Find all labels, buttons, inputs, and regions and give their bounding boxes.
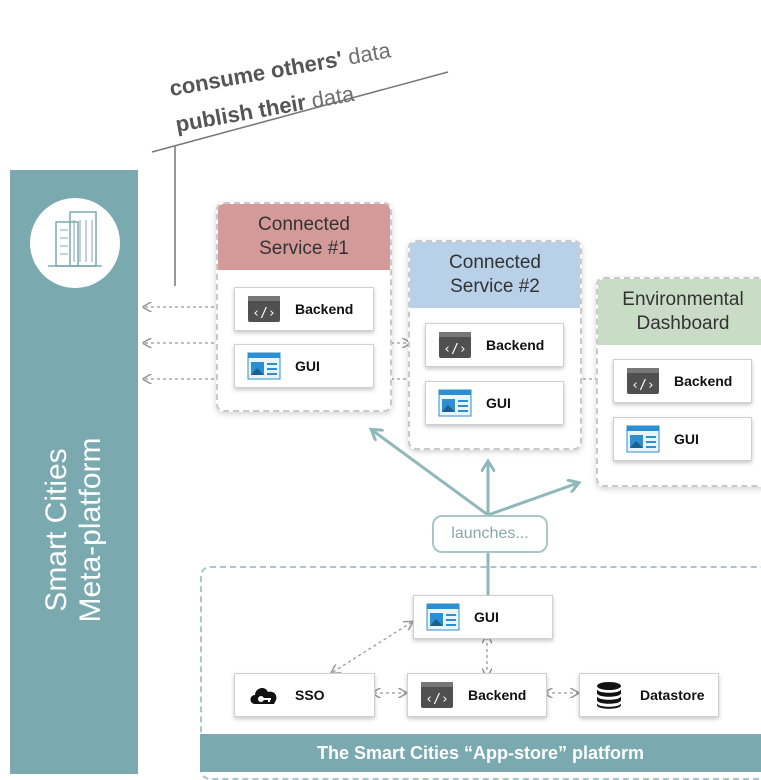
gui-icon	[426, 603, 460, 631]
service-2-backend[interactable]: ‹/› Backend	[425, 323, 564, 367]
datastore-label: Datastore	[640, 687, 705, 703]
sso-label: SSO	[295, 687, 325, 703]
code-icon: ‹/›	[439, 332, 471, 358]
service-1-gui[interactable]: GUI	[234, 344, 374, 388]
gui-icon	[247, 352, 281, 380]
platform-datastore[interactable]: Datastore	[579, 673, 719, 717]
gui-label: GUI	[486, 395, 511, 411]
code-icon: ‹/›	[627, 368, 659, 394]
annotation-underline	[151, 71, 449, 153]
gui-label: GUI	[295, 358, 320, 374]
svg-text:‹/›: ‹/›	[425, 692, 448, 707]
gui-label: GUI	[674, 431, 699, 447]
platform-sso[interactable]: SSO	[234, 673, 375, 717]
gui-label: GUI	[474, 609, 499, 625]
launches-label: launches...	[432, 515, 548, 553]
backend-label: Backend	[486, 337, 545, 353]
code-icon: ‹/›	[421, 682, 453, 708]
gui-icon	[626, 425, 660, 453]
gui-icon	[438, 389, 472, 417]
sidebar-title: Smart Cities Meta-platform	[40, 437, 107, 623]
database-icon	[597, 682, 621, 709]
launch-arrow-1	[372, 430, 489, 517]
service-3-backend[interactable]: ‹/› Backend	[613, 359, 752, 403]
service-2-gui[interactable]: GUI	[425, 381, 564, 425]
backend-label: Backend	[674, 373, 733, 389]
svg-text:‹/›: ‹/›	[252, 306, 275, 321]
code-icon: ‹/›	[248, 296, 280, 322]
backend-label: Backend	[468, 687, 527, 703]
city-logo	[30, 198, 120, 288]
building-icon	[48, 211, 102, 267]
service-3-gui[interactable]: GUI	[613, 417, 752, 461]
launch-arrow-3	[487, 483, 578, 517]
platform-title: The Smart Cities “App-store” platform	[200, 734, 761, 772]
svg-text:‹/›: ‹/›	[443, 342, 466, 357]
backend-label: Backend	[295, 301, 354, 317]
cloud-key-icon	[250, 688, 277, 704]
svg-text:‹/›: ‹/›	[631, 378, 654, 393]
service-1-backend[interactable]: ‹/› Backend	[234, 287, 374, 331]
platform-gui[interactable]: GUI	[413, 595, 553, 639]
platform-backend[interactable]: ‹/› Backend	[407, 673, 547, 717]
